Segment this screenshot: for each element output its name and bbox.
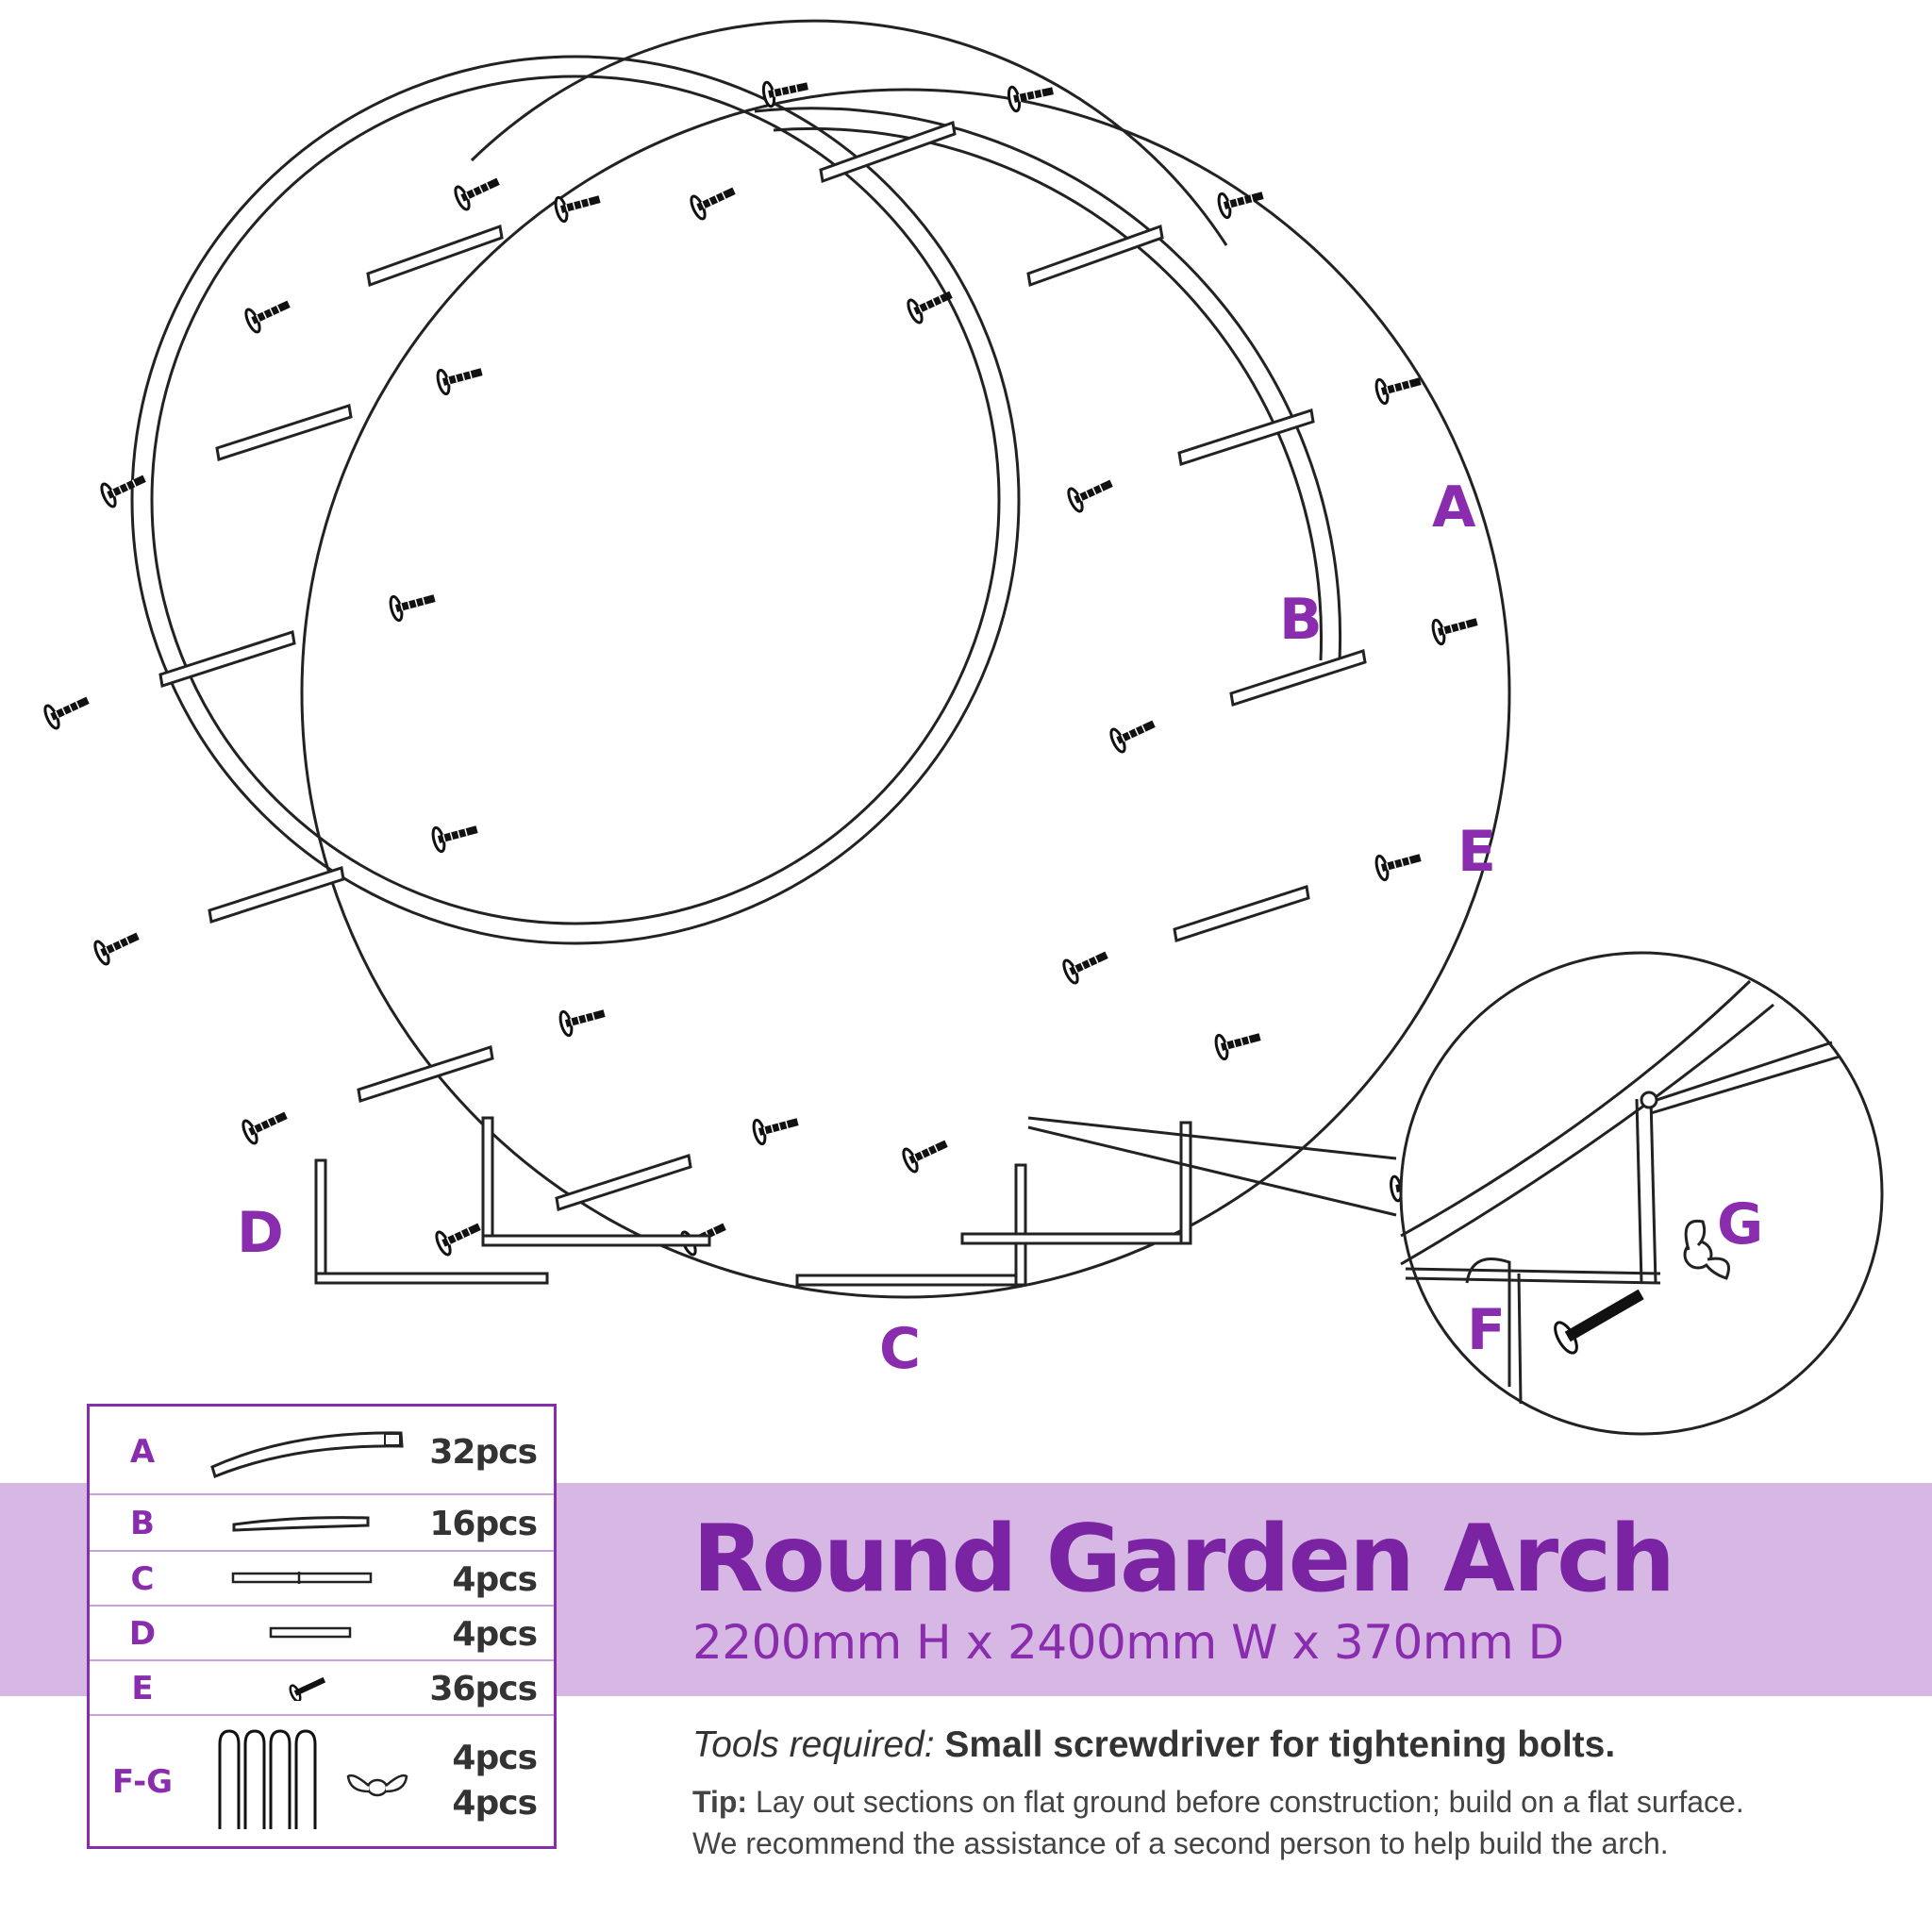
part-qty: 4pcs	[452, 1560, 538, 1599]
part-row-f-g: F-G 4pcs 4pcs	[90, 1714, 554, 1846]
part-row-b: B 16pcs	[90, 1493, 554, 1552]
tip-text: Tip: Lay out sections on flat ground bef…	[692, 1781, 1824, 1864]
product-dimensions: 2200mm H x 2400mm W x 370mm D	[692, 1615, 1564, 1670]
bolt-icon	[289, 1676, 326, 1701]
ground-pegs-icon	[218, 1729, 317, 1829]
part-letter: F-G	[111, 1763, 174, 1801]
part-qty: 4pcs	[452, 1615, 538, 1654]
callout-e: E	[1457, 819, 1497, 885]
cross-bars	[158, 120, 1367, 1211]
tip-line-1-text: Lay out sections on flat ground before c…	[755, 1785, 1744, 1819]
tools-required: Tools required: Small screwdriver for ti…	[692, 1724, 1615, 1766]
part-row-a: A 32pcs	[90, 1407, 554, 1495]
tools-label: Tools required:	[692, 1724, 935, 1765]
short-foot-bar-icon	[269, 1626, 352, 1639]
part-row-d: D 4pcs	[90, 1605, 554, 1661]
ring-segments	[470, 19, 1342, 661]
callout-c: C	[879, 1316, 923, 1382]
foot-frames	[314, 1116, 1192, 1287]
straight-bar-icon	[232, 1516, 370, 1532]
wing-nut-icon	[346, 1774, 408, 1797]
parts-list: A 32pcs B 16pcs C 4pcs D 4pcs E	[87, 1404, 557, 1849]
part-letter: C	[130, 1560, 155, 1598]
tip-line-1: Tip: Lay out sections on flat ground bef…	[692, 1781, 1824, 1823]
part-letter: E	[131, 1670, 154, 1707]
long-foot-bar-icon	[231, 1572, 373, 1584]
part-qty: 32pcs	[429, 1433, 538, 1472]
tip-label: Tip:	[692, 1785, 748, 1819]
callout-f: F	[1467, 1297, 1507, 1363]
outer-ring	[130, 55, 1021, 945]
part-qty: 36pcs	[429, 1670, 538, 1708]
part-letter: D	[128, 1615, 157, 1653]
callout-b: B	[1279, 587, 1324, 653]
part-qty: 4pcs	[452, 1739, 538, 1777]
part-row-e: E 36pcs	[90, 1659, 554, 1716]
callout-d: D	[237, 1200, 285, 1266]
tip-line-2: We recommend the assistance of a second …	[692, 1826, 1669, 1860]
curved-tube-icon	[210, 1431, 404, 1478]
part-letter: A	[129, 1433, 156, 1471]
tools-value: Small screwdriver for tightening bolts.	[944, 1724, 1616, 1765]
inner-ring	[300, 88, 1511, 1299]
part-letter: B	[130, 1505, 155, 1542]
part-qty-2: 4pcs	[452, 1784, 538, 1823]
callout-a: A	[1432, 475, 1477, 541]
callout-g: G	[1717, 1191, 1765, 1257]
detail-lens	[1027, 951, 1884, 1436]
part-qty: 16pcs	[429, 1505, 538, 1543]
part-row-c: C 4pcs	[90, 1550, 554, 1607]
bolts	[41, 73, 1482, 1258]
page-title: Round Garden Arch	[692, 1506, 1675, 1613]
